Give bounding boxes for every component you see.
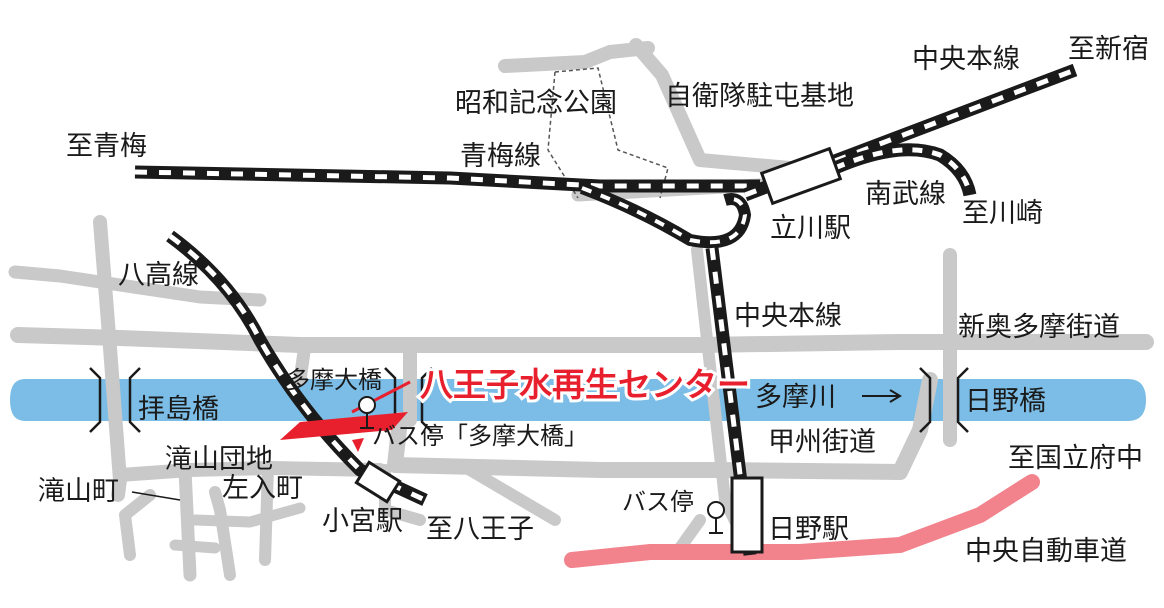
label-takiyama-cho: 滝山町 <box>38 476 119 507</box>
label-chuo-expressway: 中央自動車道 <box>965 536 1127 567</box>
label-ome-line: 青梅線 <box>460 141 541 172</box>
label-chuo-line-top: 中央本線 <box>912 44 1020 75</box>
leader-lines <box>131 491 181 501</box>
label-to-shinjuku: 至新宿 <box>1068 34 1149 65</box>
label-komiya-station: 小宮駅 <box>322 506 403 537</box>
label-bus-stop-tama: バス停「多摩大橋」 <box>372 422 588 450</box>
label-sainyu-cho: 左入町 <box>222 473 303 504</box>
railways <box>134 63 1078 556</box>
label-to-kawasaki: 至川崎 <box>962 198 1043 229</box>
label-haijima-bridge: 拝島橋 <box>138 394 219 425</box>
bridge-marks <box>89 367 969 433</box>
label-tamagawa: 多摩川 <box>755 382 836 413</box>
river-direction-arrow <box>862 389 902 403</box>
label-hino-station: 日野駅 <box>768 514 849 545</box>
label-showa-park: 昭和記念公園 <box>455 88 617 119</box>
bus-stop-tama-icon <box>358 396 376 429</box>
label-to-hachioji: 至八王子 <box>426 514 534 545</box>
road-network <box>8 38 1154 582</box>
label-hino-bridge: 日野橋 <box>965 386 1046 417</box>
label-takiyama-danchi: 滝山団地 <box>165 444 273 475</box>
hino-station-mark <box>730 476 764 554</box>
label-chuo-line-mid: 中央本線 <box>734 301 842 332</box>
label-facility: 八王子水再生センター <box>420 365 750 404</box>
label-nambu-line: 南武線 <box>865 179 946 210</box>
label-to-ome: 至青梅 <box>66 131 147 162</box>
label-tama-ohashi: 多摩大橋 <box>286 366 382 394</box>
label-tachikawa-station: 立川駅 <box>770 213 851 244</box>
tachikawa-station-mark <box>759 146 843 206</box>
chuo-expressway <box>564 474 1040 568</box>
label-jsdf-base: 自衛隊駐屯基地 <box>665 81 854 112</box>
bus-stop-hino-icon <box>707 501 725 534</box>
label-koshu-kaido: 甲州街道 <box>768 427 876 458</box>
label-bus-stop: バス停 <box>622 488 694 516</box>
label-to-kunitachifuchu: 至国立府中 <box>1008 443 1143 474</box>
label-hachiko-line: 八高線 <box>118 260 199 291</box>
label-shin-okutama: 新奥多摩街道 <box>958 312 1120 343</box>
showa-park-outline <box>547 67 669 199</box>
komiya-station-mark <box>354 460 402 504</box>
